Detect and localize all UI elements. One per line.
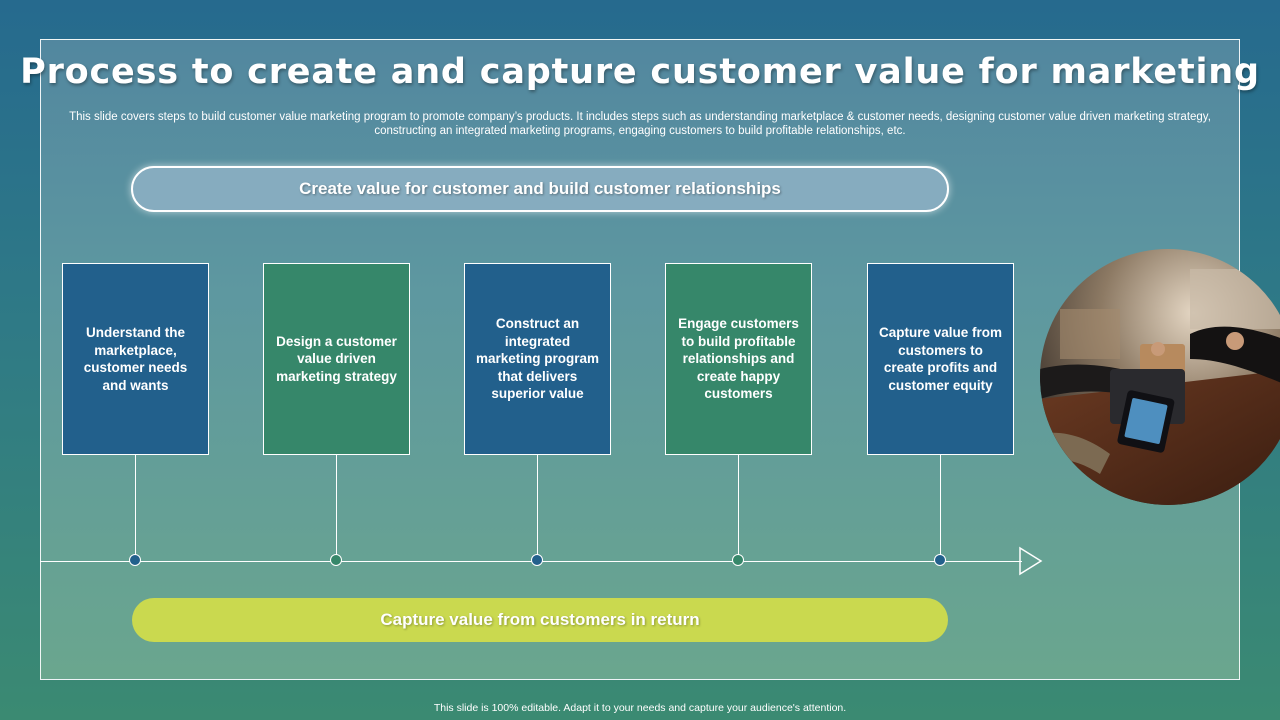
timeline-dot-1 (129, 554, 141, 566)
step-box-4: Engage customers to build profitable rel… (665, 263, 812, 455)
slide-description: This slide covers steps to build custome… (69, 111, 1211, 137)
timeline-dot-5 (934, 554, 946, 566)
step-box-2: Design a customer value driven marketing… (263, 263, 410, 455)
bottom-banner: Capture value from customers in return (132, 598, 948, 642)
connector-line-2 (336, 455, 337, 556)
connector-line-5 (940, 455, 941, 556)
step-box-1: Understand the marketplace, customer nee… (62, 263, 209, 455)
customer-checkout-photo (1040, 249, 1280, 505)
timeline-dot-4 (732, 554, 744, 566)
content-panel (40, 39, 1240, 680)
page-title: Process to create and capture customer v… (20, 52, 1260, 92)
top-banner: Create value for customer and build cust… (131, 166, 949, 212)
connector-line-3 (537, 455, 538, 556)
connector-line-4 (738, 455, 739, 556)
timeline-dot-3 (531, 554, 543, 566)
step-box-3: Construct an integrated marketing progra… (464, 263, 611, 455)
step-box-5: Capture value from customers to create p… (867, 263, 1014, 455)
footer-note: This slide is 100% editable. Adapt it to… (433, 702, 847, 714)
timeline-arrow-icon (1019, 546, 1043, 576)
timeline-dot-2 (330, 554, 342, 566)
connector-line-1 (135, 455, 136, 556)
